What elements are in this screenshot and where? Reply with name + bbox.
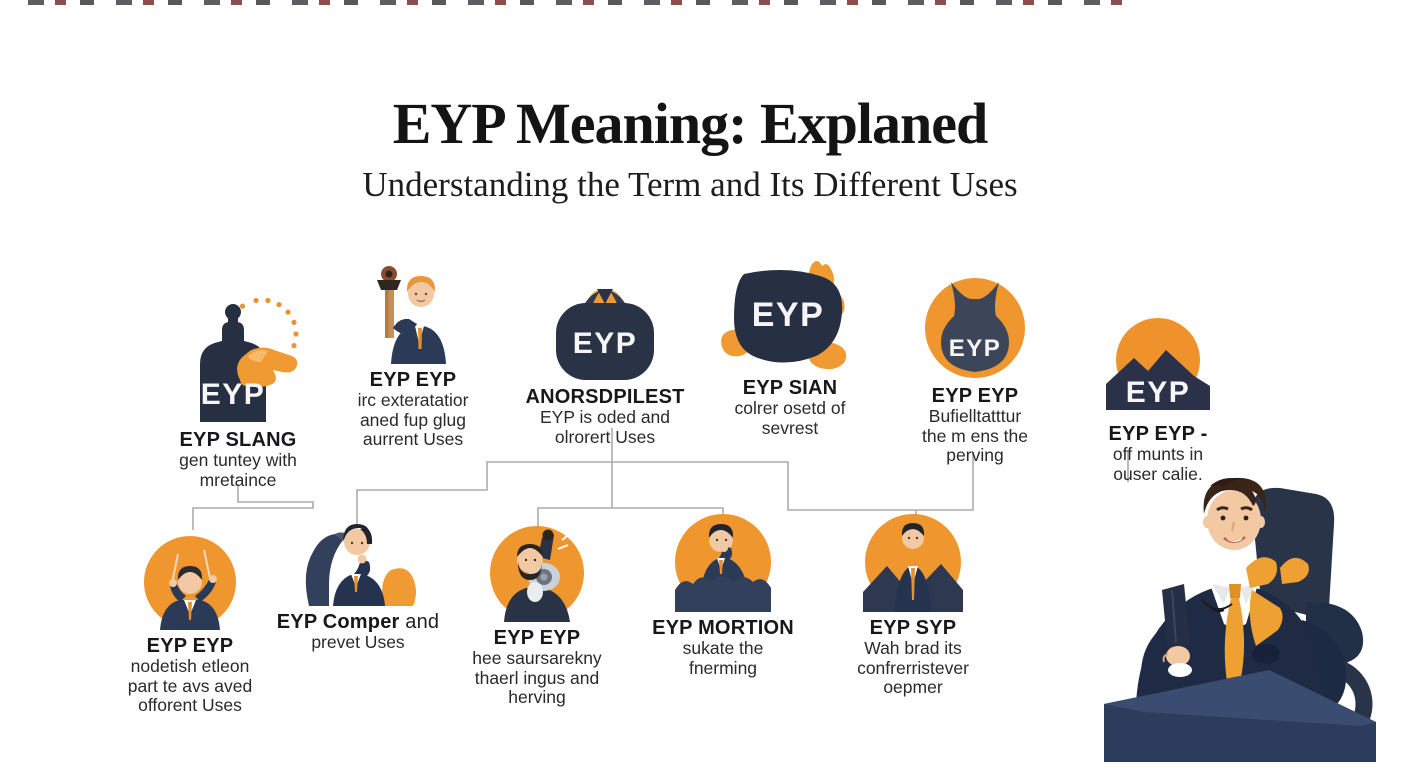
node-title: EYP EYP (369, 369, 457, 391)
node-line: perving (946, 445, 1004, 466)
bearded-man-circle-icon (490, 526, 584, 622)
node-line: offorent Uses (138, 695, 242, 716)
node-line: the m ens the (921, 425, 1029, 446)
node-anorsdpilest: EYP ANORSDPILEST EYP is oded and olrorer… (505, 285, 705, 447)
man-with-torch-icon (377, 266, 446, 364)
presenter-circle-icon (144, 536, 236, 630)
node-line: hee saursarekny (472, 648, 602, 668)
node-eyp-sian: EYP EYP SIAN colrer osetd of sevrest (700, 260, 880, 438)
node-line: oepmer (883, 677, 943, 698)
node-line: confrerristever (857, 657, 969, 678)
node-line: olrorert Uses (554, 426, 656, 447)
node-eyp-mortion: EYP MORTION sukate the fnerming (623, 512, 823, 678)
suited-man-mountains-circle-icon (863, 514, 963, 612)
svg-text:EYP: EYP (573, 327, 638, 360)
node-eyp-slang: EYP EYP SLANG gen tuntey with mretaince (138, 296, 338, 490)
svg-text:EYP: EYP (949, 335, 1002, 362)
node-eyp-eyp-bat: EYP EYP EYP Bufielltatttur the m ens the… (880, 276, 1070, 466)
node-eyp-eyp-torch: EYP EYP irc exteratatior aned fup glug a… (318, 264, 508, 450)
svg-text:EYP: EYP (201, 378, 266, 411)
node-line: mretaince (199, 469, 277, 490)
businessman-with-microphone-illustration (1104, 477, 1376, 762)
thinking-man-circle-icon (675, 514, 771, 612)
node-line: part te avs aved (127, 675, 253, 696)
node-title: EYP SIAN (742, 377, 838, 399)
node-eyp-comper: EYP Comper and prevet Uses (258, 514, 458, 653)
node-eyp-syp: EYP SYP Wah brad its confrerristever oep… (813, 512, 1013, 698)
node-title: EYP SYP (869, 617, 957, 639)
node-line: nodetish etleon (130, 656, 250, 676)
thinker-with-bag-icon (305, 524, 416, 606)
node-eyp-eyp-presenter: EYP EYP nodetish etleon part te avs aved… (95, 534, 285, 716)
node-line: Bufielltatttur (928, 406, 1022, 426)
node-line: gen tuntey with (179, 450, 297, 470)
node-eyp-eyp-bearded: EYP EYP hee saursarekny thaerl ingus and… (442, 524, 632, 708)
page-title: EYP Meaning: Explaned (392, 91, 989, 156)
node-line: fnerming (688, 657, 758, 678)
node-line: off munts in (1112, 444, 1204, 464)
blob-badge-icon: EYP (721, 260, 847, 370)
node-title: EYP EYP (146, 635, 234, 657)
node-line: ouser calie. (1113, 463, 1203, 484)
node-line: Wah brad its (864, 638, 962, 658)
svg-text:EYP: EYP (752, 296, 825, 334)
node-line: prevet Uses (311, 632, 405, 652)
mountain-sun-badge-icon: EYP (1106, 318, 1210, 410)
header: EYP Meaning: Explaned Understanding the … (0, 90, 1380, 205)
svg-text:EYP: EYP (1126, 376, 1191, 409)
node-title: EYP Comper and (276, 611, 440, 633)
node-line: EYP is oded and (539, 407, 671, 427)
node-line: sevrest (761, 417, 819, 438)
node-line: irc exteratatior (357, 390, 469, 410)
node-title: EYP MORTION (652, 617, 794, 639)
node-line: sukate the (682, 638, 764, 658)
node-eyp-eyp-mountains: EYP EYP EYP - off munts in ouser calie. (1063, 314, 1253, 484)
node-line: colrer osetd of (734, 398, 846, 418)
node-line: aned fup glug (359, 409, 467, 430)
node-title: EYP EYP (931, 385, 1019, 407)
bat-circle-badge-icon: EYP (925, 278, 1025, 378)
page-subtitle: Understanding the Term and Its Different… (362, 165, 1018, 204)
bag-badge-icon: EYP (556, 289, 654, 380)
node-title: EYP EYP (493, 627, 581, 649)
top-edge-artifact (28, 0, 1132, 5)
node-line: herving (508, 687, 566, 708)
node-line: aurrent Uses (362, 429, 464, 450)
node-title: EYP EYP - (1108, 423, 1208, 445)
ink-bottle-badge-icon: EYP (200, 297, 299, 422)
node-title: ANORSDPILEST (525, 386, 685, 408)
node-title: EYP SLANG (179, 429, 297, 451)
node-line: thaerl ingus and (474, 667, 600, 688)
